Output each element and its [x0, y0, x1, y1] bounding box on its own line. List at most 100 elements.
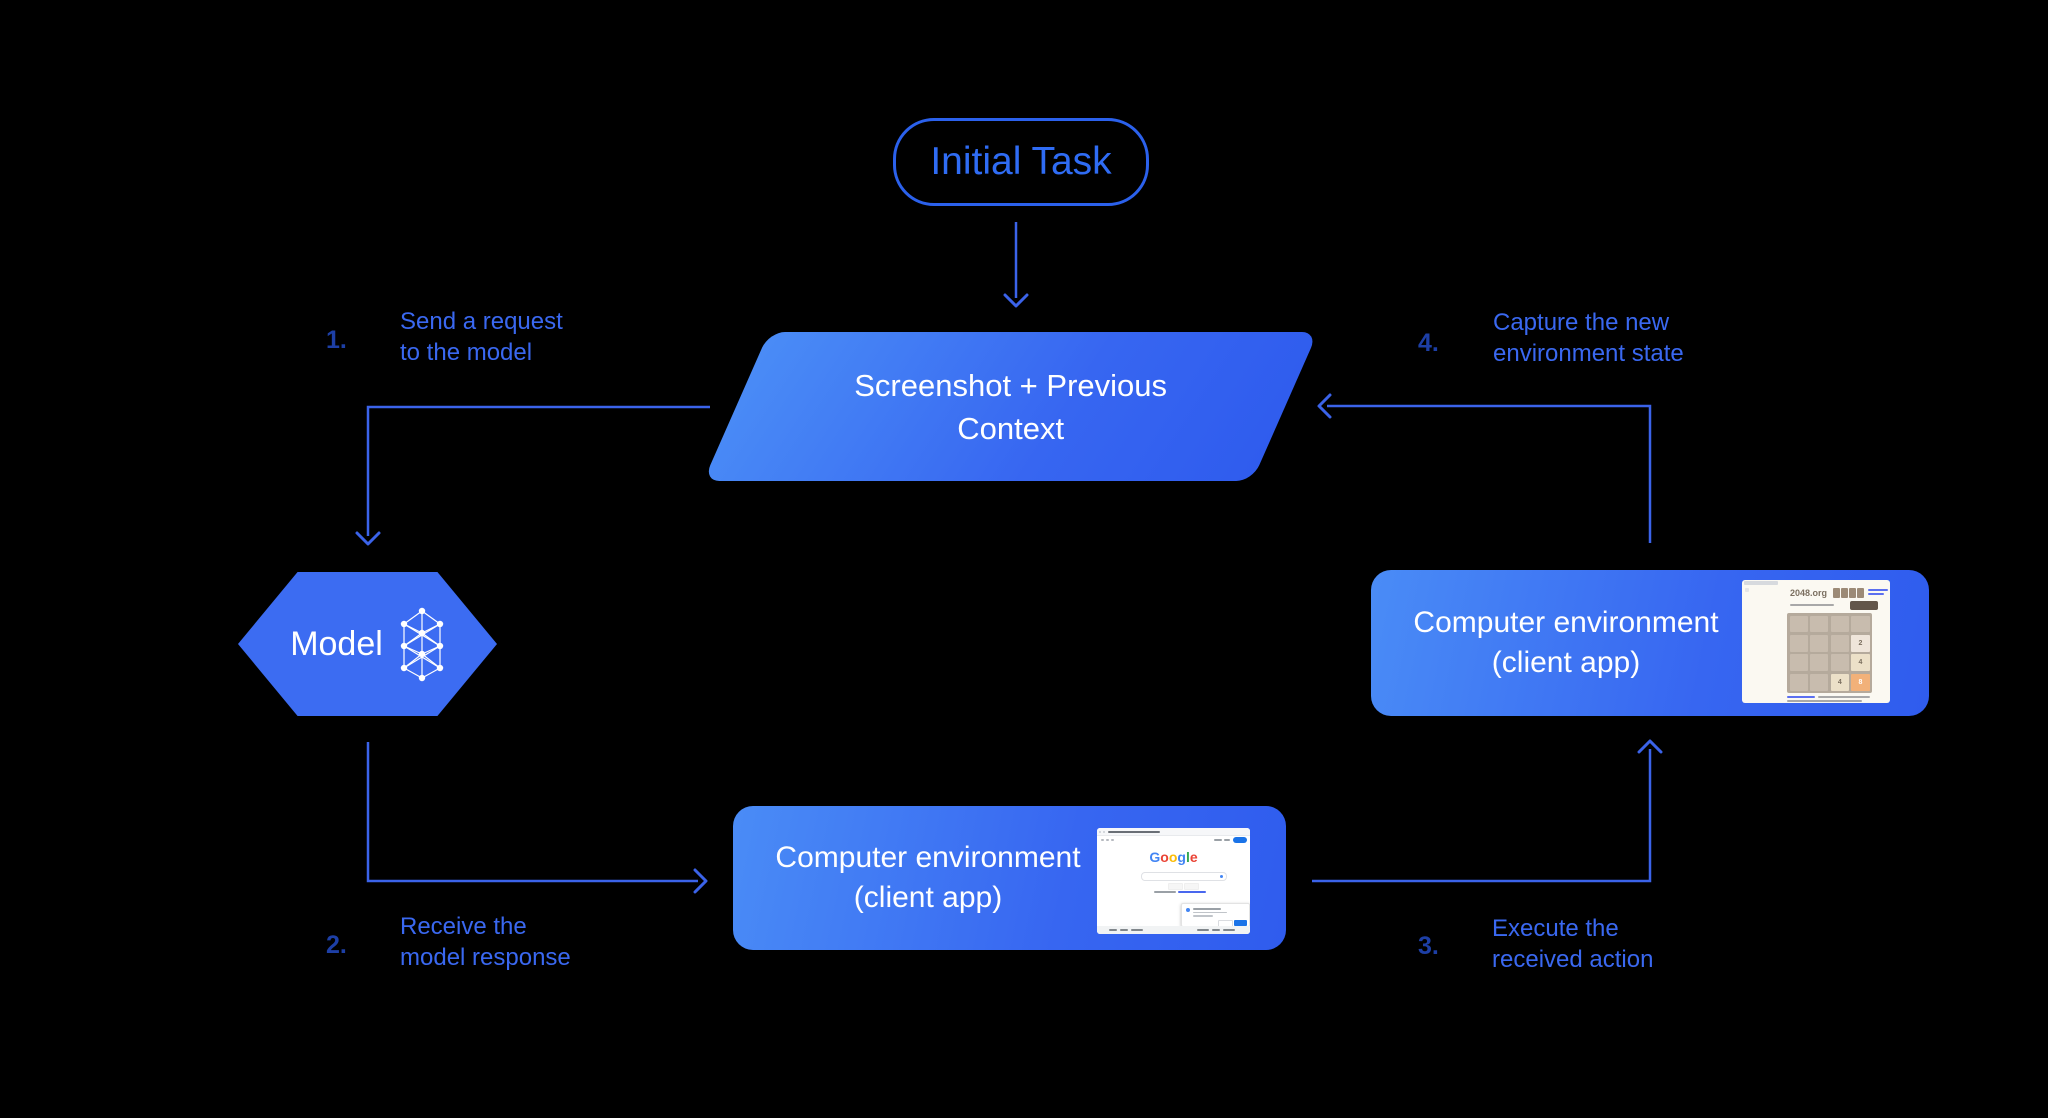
grid-cell: [1789, 654, 1808, 672]
grid-cell: [1810, 654, 1829, 672]
initial-task-label: Initial Task: [930, 140, 1112, 183]
logo-letter: l: [1185, 849, 1190, 865]
score-box: [1849, 588, 1856, 598]
window-dot: [1102, 830, 1105, 833]
sign-in-button: [1233, 837, 1247, 843]
arrowhead-context-to-model: [355, 531, 381, 546]
footer-link-bar: [1109, 929, 1117, 931]
grid-cell: [1810, 673, 1829, 691]
grid-cell: [1830, 654, 1849, 672]
env-bottom-line1: Computer environment: [775, 841, 1081, 874]
grid-cell: [1810, 615, 1829, 633]
footer-link-bar: [1212, 929, 1220, 931]
grid-cell: [1830, 634, 1849, 652]
neural-network-icon: [400, 607, 443, 681]
search-button: [1168, 883, 1183, 890]
env-right-line2: (client app): [1491, 646, 1641, 679]
arrow-env-to-env: [1312, 749, 1652, 883]
step-1-number: 1.: [326, 326, 347, 354]
step-1-line2: to the model: [400, 339, 533, 366]
link-bar: [1868, 589, 1888, 591]
logo-letter: o: [1168, 849, 1178, 865]
screenshot-context-line1: Screenshot + Previous: [854, 367, 1168, 403]
link-bar: [1787, 696, 1815, 698]
grid-cell: [1789, 615, 1808, 633]
link-bar: [1178, 891, 1206, 893]
screenshot-context-label: Screenshot + Previous Context: [736, 332, 1285, 481]
browser-tab-bar: [1744, 581, 1778, 585]
tile-2: 2: [1851, 634, 1870, 652]
page-footer: [1097, 926, 1250, 934]
arrowhead-env-to-context: [1317, 393, 1332, 419]
text-bar: [1214, 839, 1222, 841]
grid-cell: [1851, 615, 1870, 633]
tile-4: 4: [1851, 654, 1870, 672]
text-bar: [1818, 696, 1870, 698]
step-4-line2: environment state: [1493, 340, 1684, 367]
arrow-context-to-model: [366, 405, 710, 536]
screenshot-context-parallelogram: Screenshot + Previous Context: [703, 332, 1318, 481]
env-right-line1: Computer environment: [1413, 606, 1719, 639]
arrowhead-model-to-env: [693, 868, 708, 894]
step-4-label: Capture the new environment state: [1493, 307, 1684, 369]
model-hexagon: Model: [238, 572, 497, 716]
logo-letter: G: [1149, 849, 1161, 865]
text-bar: [1224, 839, 1230, 841]
step-2-label: Receive the model response: [400, 911, 571, 973]
browser-top-bar: [1097, 828, 1250, 836]
score-box: [1857, 588, 1864, 598]
score-box: [1841, 588, 1848, 598]
initial-task-pill: Initial Task: [893, 118, 1149, 206]
step-4-number: 4.: [1418, 329, 1439, 357]
grid-cell: [1810, 634, 1829, 652]
lucky-button: [1184, 883, 1199, 890]
logo-letter: o: [1160, 849, 1169, 865]
footer-link-bar: [1120, 929, 1128, 931]
arrowhead-task-to-context: [1003, 293, 1029, 308]
text-bar: [1154, 891, 1176, 893]
step-3-number: 3.: [1418, 932, 1439, 960]
score-box: [1833, 588, 1840, 598]
nav-dot: [1111, 838, 1114, 841]
nav-dot: [1101, 838, 1104, 841]
arrowhead-env-to-env: [1637, 739, 1663, 754]
env-bottom-line2: (client app): [853, 881, 1003, 914]
grid-cell: [1789, 634, 1808, 652]
footer-link-bar: [1131, 929, 1143, 931]
text-bar: [1193, 915, 1213, 917]
game-grid-2048: 2 4 4 8: [1787, 613, 1872, 693]
screenshot-context-line2: Context: [957, 410, 1065, 446]
arrow-env-to-context: [1327, 404, 1652, 543]
logo-letter: e: [1189, 849, 1198, 865]
text-bar: [1790, 604, 1834, 606]
link-bar: [1868, 593, 1884, 595]
step-3-line2: received action: [1492, 946, 1654, 973]
step-1-line1: Send a request: [400, 308, 563, 335]
google-g-icon: [1186, 908, 1190, 912]
footer-link-bar: [1223, 929, 1235, 931]
grid-cell: [1789, 673, 1808, 691]
step-2-line2: model response: [400, 944, 571, 971]
arrow-model-to-env: [366, 742, 698, 883]
site-title-2048: 2048.org: [1790, 588, 1828, 598]
mini-screenshot-2048: 2048.org 2 4 4 8: [1742, 580, 1890, 703]
logo-letter: g: [1177, 849, 1186, 865]
window-dot: [1099, 830, 1101, 833]
tab-title-bar: [1108, 830, 1160, 833]
step-2-line1: Receive the: [400, 913, 527, 940]
text-bar: [1787, 700, 1862, 702]
mic-icon: [1220, 875, 1223, 878]
env-bottom-label: Computer environment (client app): [763, 806, 1093, 950]
search-bar: [1141, 872, 1227, 881]
grid-cell: [1830, 615, 1849, 633]
step-3-line1: Execute the: [1492, 915, 1619, 942]
google-logo: Google: [1097, 849, 1250, 865]
mini-screenshot-google: Google: [1097, 828, 1250, 934]
model-label: Model: [290, 624, 383, 663]
step-2-number: 2.: [326, 931, 347, 959]
tile-8: 8: [1851, 673, 1870, 691]
env-right-label: Computer environment (client app): [1401, 570, 1731, 716]
browser-icon: [1745, 588, 1749, 592]
